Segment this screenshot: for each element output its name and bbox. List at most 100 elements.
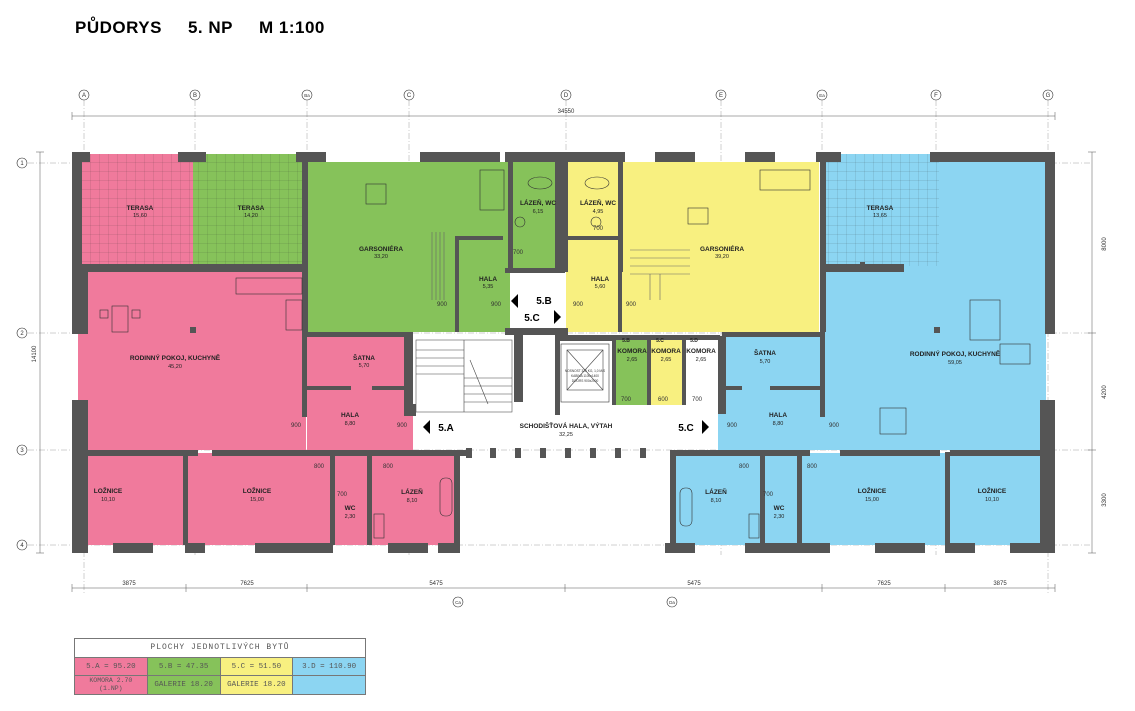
svg-text:5475: 5475 [687, 581, 701, 587]
svg-text:900: 900 [626, 302, 637, 308]
zone-loznice-d2 [798, 453, 945, 545]
stair-core [415, 232, 690, 413]
room-area: 13,65 [873, 213, 887, 219]
svg-text:Ea: Ea [819, 93, 825, 98]
room-name: LÁZEŇ, WC [520, 198, 556, 207]
room-name: HALA [341, 412, 359, 419]
svg-text:900: 900 [291, 423, 302, 429]
room-area: 8,80 [773, 421, 784, 427]
legend-cell-5d: 3.D = 110.90 [293, 658, 365, 675]
room-area: 2,65 [696, 357, 707, 363]
room-name: HALA [479, 276, 497, 283]
legend-row-2: KOMORA 2.70 (1.NP) GALERIE 18.20 GALERIE… [75, 676, 365, 694]
section-marks: 5.B 5.C 5.A 5.C [423, 294, 709, 434]
room-area: 8,10 [711, 498, 722, 504]
axis-label-ca: Ca [455, 600, 461, 605]
zone-satna-d [722, 336, 822, 388]
svg-text:700: 700 [692, 397, 703, 403]
room-name: LÁZEŇ, WC [580, 198, 616, 207]
svg-text:900: 900 [829, 423, 840, 429]
room-name: SCHODIŠŤOVÁ HALA, VÝTAH [520, 421, 613, 430]
room-area: 33,20 [374, 254, 388, 260]
room-name: TERASA [867, 205, 894, 212]
room-name: ŠATNA [754, 348, 776, 357]
svg-text:800: 800 [807, 464, 818, 470]
axis-label-da: Da [669, 600, 675, 605]
zone-komora-3 [684, 337, 716, 405]
svg-text:3: 3 [20, 448, 24, 454]
section-mark-a: 5.A [438, 423, 454, 434]
legend-cell-5c: 5.C = 51.50 [220, 658, 294, 675]
zone-loznice-a2 [186, 453, 333, 545]
room-area: 32,25 [559, 432, 573, 438]
svg-text:800: 800 [314, 464, 325, 470]
svg-text:900: 900 [491, 302, 502, 308]
svg-text:700: 700 [337, 492, 348, 498]
room-name: RODINNÝ POKOJ, KUCHYNĚ [130, 353, 221, 362]
svg-text:2: 2 [20, 331, 24, 337]
room-area: 14,20 [244, 213, 258, 219]
room-area: 2,65 [661, 357, 672, 363]
elevator-shaft [560, 343, 610, 403]
svg-text:600: 600 [658, 397, 669, 403]
zone-loznice-a1 [78, 453, 183, 545]
komora-tag: 5.B [622, 338, 630, 344]
svg-text:A: A [82, 93, 86, 99]
room-area: 10,10 [985, 497, 999, 503]
svg-text:14100: 14100 [32, 345, 38, 362]
room-area: 5,70 [760, 359, 771, 365]
svg-text:700: 700 [763, 492, 774, 498]
legend-cell-5b: 5.B = 47.35 [147, 658, 221, 675]
room-name: LOŽNICE [243, 486, 272, 495]
zone-obyvak-d [824, 154, 1046, 450]
room-area: 15,00 [250, 497, 264, 503]
zone-loznice-d1 [948, 453, 1053, 545]
room-name: KOMORA [617, 348, 647, 355]
svg-text:8000: 8000 [1102, 237, 1108, 251]
room-name: LOŽNICE [94, 486, 123, 495]
svg-text:7625: 7625 [877, 581, 891, 587]
svg-text:900: 900 [397, 423, 408, 429]
svg-text:800: 800 [383, 464, 394, 470]
room-area: 5,35 [483, 284, 494, 290]
svg-text:4: 4 [20, 543, 24, 549]
room-area: 2,65 [627, 357, 638, 363]
axis-markers-bottom [452, 596, 678, 608]
svg-text:C: C [407, 93, 412, 99]
room-area: 45,20 [168, 364, 182, 370]
zone-hala-d [718, 388, 824, 450]
room-name: RODINNÝ POKOJ, KUCHYNĚ [910, 349, 1001, 358]
komora-tag: 5.C [656, 338, 664, 344]
svg-text:700: 700 [593, 226, 604, 232]
room-area: 2,30 [774, 514, 785, 520]
legend-header: PLOCHY JEDNOTLIVÝCH BYTŮ [75, 639, 365, 658]
zone-obyvak-a [78, 266, 306, 450]
zone-garsoniera-b [305, 162, 510, 332]
room-name: HALA [769, 412, 787, 419]
legend-row-1: 5.A = 95.20 5.B = 47.35 5.C = 51.50 3.D … [75, 658, 365, 676]
svg-text:5475: 5475 [429, 581, 443, 587]
svg-text:F: F [934, 93, 938, 99]
zone-komora-1 [615, 337, 649, 405]
axis-labels-top: A B Ba C D E Ea F G [82, 93, 1051, 99]
section-mark-c1: 5.C [524, 313, 540, 324]
svg-text:B: B [193, 93, 197, 99]
svg-text:3300: 3300 [1102, 493, 1108, 507]
zone-wc-d [761, 453, 798, 545]
apartment-zones [76, 154, 1053, 545]
svg-text:34550: 34550 [558, 109, 575, 115]
zone-lazen-d [675, 453, 761, 545]
room-area: 39,20 [715, 254, 729, 260]
svg-text:1: 1 [20, 161, 24, 167]
svg-text:G: G [1046, 93, 1051, 99]
room-area: 8,10 [407, 498, 418, 504]
zone-lazen-a [370, 453, 456, 545]
section-mark-c2: 5.C [678, 423, 694, 434]
room-area: 10,10 [101, 497, 115, 503]
zone-wc-a [333, 485, 370, 545]
room-area: 2,30 [345, 514, 356, 520]
komora-tag: 5.D [690, 338, 698, 344]
room-name: WC [345, 505, 356, 512]
